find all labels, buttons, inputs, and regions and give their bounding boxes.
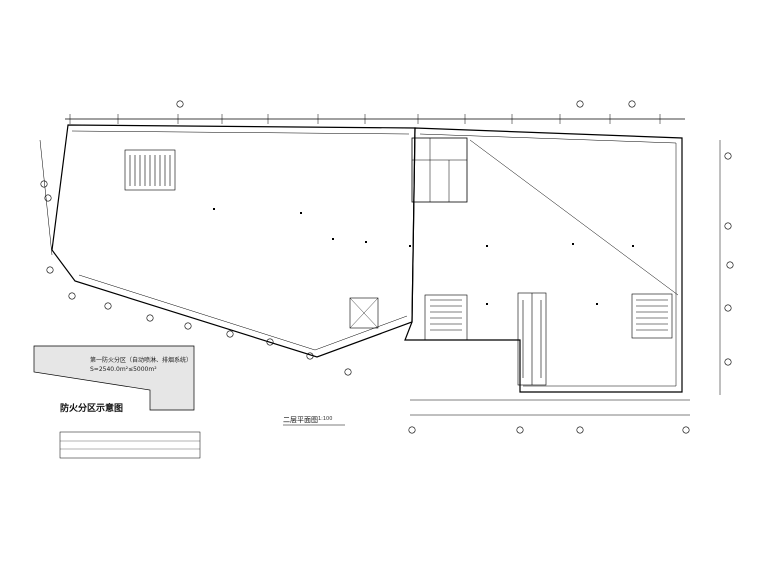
stair-center	[424, 294, 468, 341]
top-dimension-ticks	[69, 114, 661, 124]
fire-zone-title: 防火分区示意图	[60, 404, 124, 414]
stair-left	[124, 149, 176, 191]
interior-columns	[213, 208, 634, 305]
right-wing-inner-top	[419, 133, 677, 144]
left-dimension-line	[39, 139, 53, 256]
stair-right	[631, 293, 673, 339]
fire-zone-keyplan	[33, 345, 195, 411]
left-wing-inner-bottom	[78, 274, 408, 351]
left-wing-inner-top	[71, 130, 410, 135]
left-wing-outline	[51, 124, 416, 358]
fire-zone-note-line: S=2540.0m²≤5000m²	[90, 366, 157, 373]
plan-title: 二层平面图	[283, 416, 318, 424]
fire-zone-note-line: 第一防火分区（自动喷淋、排烟系统）	[90, 357, 193, 364]
grid-markers	[40, 100, 734, 434]
notes-box	[59, 431, 201, 459]
fire-zone-note: 第一防火分区（自动喷淋、排烟系统） S=2540.0m²≤5000m²	[60, 356, 192, 374]
restroom-block	[411, 137, 468, 203]
shaft-box	[349, 297, 379, 329]
right-wing-outline	[404, 127, 683, 393]
escalators	[517, 292, 547, 386]
diagonal-reference-line	[469, 139, 679, 296]
plan-scale: 1:100	[318, 416, 333, 422]
